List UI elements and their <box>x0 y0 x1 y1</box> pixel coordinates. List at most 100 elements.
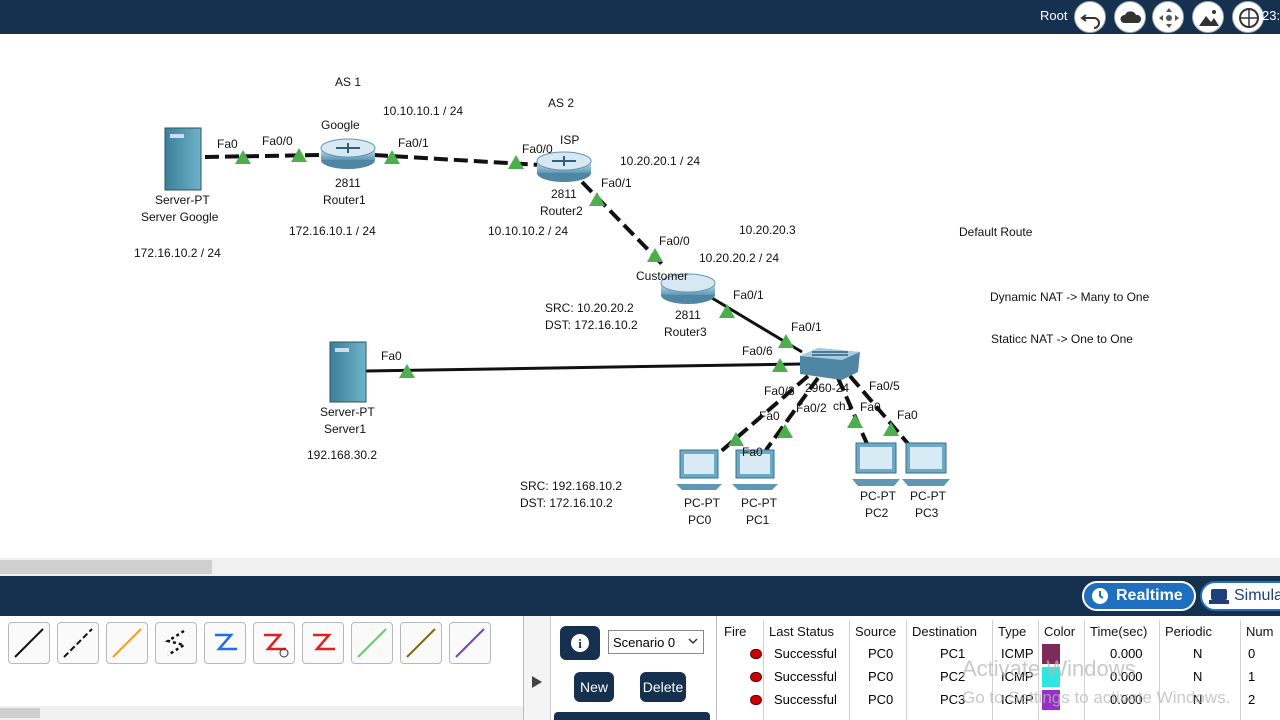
switch-name: ch1 <box>833 399 853 413</box>
pc0-device <box>676 449 722 490</box>
pdu-color-swatch <box>1042 667 1060 687</box>
crossover-cable-tool[interactable] <box>106 622 148 664</box>
pdu-cell-destination: PC2 <box>940 669 966 684</box>
pdu-header-source[interactable]: Source <box>855 624 897 639</box>
link-up-indicator <box>384 150 400 164</box>
router3-hostname: Customer <box>636 269 689 283</box>
fiber-cable-tool[interactable] <box>155 622 197 664</box>
image-icon[interactable] <box>1192 1 1224 33</box>
pdu-cell-source: PC0 <box>868 692 894 707</box>
link-up-indicator <box>778 334 794 348</box>
switch-model: 2960-24 <box>805 381 850 395</box>
column-divider <box>1240 620 1241 720</box>
delete-scenario-button[interactable]: Delete <box>640 672 686 702</box>
pc2-device <box>852 442 900 486</box>
topology-canvas[interactable]: AS 1 AS 2 10.10.10.1 / 24 10.20.20.1 / 2… <box>0 34 1280 560</box>
coaxial-cable-tool[interactable] <box>253 622 295 664</box>
network-10-label: 10.10.10.1 / 24 <box>383 104 464 118</box>
pdu-cell-status: Successful <box>774 646 837 661</box>
link-up-indicator <box>235 150 251 164</box>
panel-collapse[interactable] <box>524 616 551 720</box>
router2-model: 2811 <box>551 187 577 201</box>
pc0-model: PC-PT <box>684 496 720 510</box>
server-google-ip-label: 172.16.10.2 / 24 <box>134 246 221 260</box>
undo-icon[interactable] <box>1074 1 1106 33</box>
pdu-header-type[interactable]: Type <box>998 624 1027 639</box>
scenario-panel-footer <box>554 712 710 720</box>
new-scenario-button[interactable]: New <box>574 672 614 702</box>
fire-indicator-icon[interactable] <box>750 695 762 705</box>
straight-through-cable-tool[interactable] <box>57 622 99 664</box>
pdu-cell-periodic: N <box>1193 646 1203 661</box>
link-sg-r1 <box>204 153 323 159</box>
router1-model: 2811 <box>335 176 361 190</box>
fire-indicator-icon[interactable] <box>750 649 762 659</box>
pdu-cell-num: 2 <box>1248 692 1256 707</box>
pc1-name: PC1 <box>746 513 770 527</box>
fire-indicator-icon[interactable] <box>750 672 762 682</box>
server1-device <box>329 341 367 403</box>
pdu-header-periodic[interactable]: Periodic <box>1165 624 1212 639</box>
pdu-cell-periodic: N <box>1193 692 1203 707</box>
column-divider <box>1038 620 1039 720</box>
pdu-cell-time: 0.000 <box>1110 646 1143 661</box>
server-google-device <box>164 127 202 191</box>
static-nat-note: Staticc NAT -> One to One <box>991 332 1133 346</box>
scrollbar-thumb[interactable] <box>0 708 40 718</box>
port-label: Fa0 <box>742 445 763 459</box>
pdu-cell-destination: PC1 <box>940 646 966 661</box>
network-icon[interactable] <box>1232 1 1264 33</box>
pc0-name: PC0 <box>688 513 712 527</box>
network-20-3-label: 10.20.20.3 <box>739 223 796 237</box>
simulation-mode-button[interactable]: Simula <box>1200 581 1280 611</box>
serial-dte-cable-tool[interactable] <box>351 622 393 664</box>
column-divider <box>763 620 764 720</box>
pdu-cell-source: PC0 <box>868 646 894 661</box>
pdu-color-swatch <box>1042 690 1060 710</box>
router3-device <box>660 273 716 304</box>
cloud-icon[interactable] <box>1114 1 1146 33</box>
pdu-header-fire[interactable]: Fire <box>724 624 747 639</box>
router1-device <box>320 138 376 169</box>
port-label: Fa0/1 <box>601 176 632 190</box>
dst-note-2: DST: 172.16.10.2 <box>520 496 613 510</box>
port-label: Fa0/0 <box>659 234 690 248</box>
pdu-header-num[interactable]: Num <box>1246 624 1274 639</box>
pdu-header-last-status[interactable]: Last Status <box>769 624 835 639</box>
port-label: Fa0/1 <box>733 288 764 302</box>
console-cable-tool[interactable] <box>8 622 50 664</box>
mode-bar: Realtime Simula <box>0 576 1280 616</box>
port-label: Fa0/0 <box>522 142 553 156</box>
realtime-mode-button[interactable]: Realtime <box>1082 581 1196 611</box>
scrollbar-thumb[interactable] <box>0 560 212 574</box>
pdu-cell-periodic: N <box>1193 669 1203 684</box>
column-divider <box>906 620 907 720</box>
switch-device <box>800 348 860 380</box>
pdu-header-destination[interactable]: Destination <box>912 624 978 639</box>
octal-cable-tool[interactable] <box>400 622 442 664</box>
pdu-cell-time: 0.000 <box>1110 669 1143 684</box>
scenario-select[interactable]: Scenario 0 <box>608 630 704 654</box>
pdu-header-time-sec[interactable]: Time(sec) <box>1090 624 1148 639</box>
info-button[interactable]: i <box>560 626 600 660</box>
link-r1-r2 <box>373 153 541 167</box>
move-icon[interactable] <box>1152 1 1184 33</box>
pdu-header-color[interactable]: Color <box>1044 624 1076 639</box>
column-divider <box>849 620 850 720</box>
pdu-cell-type: ICMP <box>1001 669 1034 684</box>
pc2-model: PC-PT <box>860 489 896 503</box>
pdu-cell-destination: PC3 <box>940 692 966 707</box>
connections-scrollbar[interactable] <box>0 706 523 720</box>
pdu-cell-time: 0.000 <box>1110 692 1143 707</box>
iot-cable-tool[interactable] <box>449 622 491 664</box>
canvas-scrollbar[interactable] <box>0 558 1280 576</box>
phone-cable-tool[interactable] <box>204 622 246 664</box>
serial-dce-cable-tool[interactable] <box>302 622 344 664</box>
port-label: Fa0/2 <box>796 401 827 415</box>
as1-label: AS 1 <box>335 75 362 89</box>
router2-name: Router2 <box>540 204 583 218</box>
router2-hostname: ISP <box>560 133 580 147</box>
